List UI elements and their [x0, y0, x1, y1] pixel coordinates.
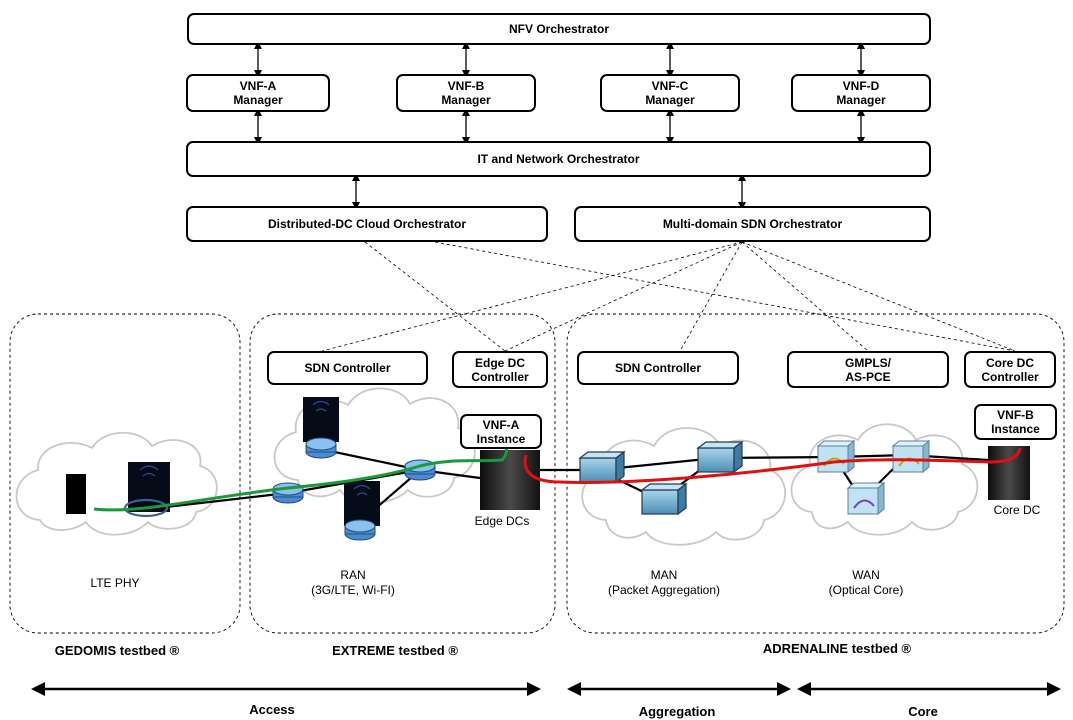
extreme-testbed-label: EXTREME testbed ® [332, 643, 458, 658]
gedomis-testbed-label: GEDOMIS testbed ® [54, 643, 180, 658]
man-label-line2: (Packet Aggregation) [607, 583, 721, 597]
gmpls-as-pce-box: GMPLS/ AS-PCE [787, 351, 949, 388]
lte-service-path [93, 447, 508, 512]
router-4-icon [344, 519, 376, 541]
vnf-a-instance-box: VNF-A Instance [460, 414, 542, 449]
vnf-b-manager-line1: VNF-B [447, 79, 485, 93]
switch-1-icon [578, 450, 626, 484]
ran-label-line1: RAN [340, 568, 366, 582]
lte-cloud [15, 431, 218, 536]
core-dc-controller-line2: Controller [981, 369, 1039, 384]
wan-cloud [790, 423, 979, 536]
edge-dc-server-icon [480, 450, 540, 510]
control-dashed-lines [321, 241, 1016, 352]
router-1-icon [305, 437, 337, 459]
edge-dc-controller-box: Edge DC Controller [452, 351, 548, 388]
man-label: MAN (Packet Aggregation) [608, 568, 720, 598]
switch-icons [578, 440, 744, 516]
aggregation-segment-label: Aggregation [638, 704, 716, 719]
man-label-line1: MAN [650, 568, 678, 582]
edge-dc-controller-line2: Controller [471, 369, 529, 384]
man-sdn-controller-box: SDN Controller [577, 351, 739, 385]
vnf-service-path [523, 447, 1022, 484]
orchestration-arrows [254, 41, 865, 210]
gmpls-line2: AS-PCE [845, 369, 891, 384]
vnf-d-manager-box: VNF-D Manager [791, 74, 931, 112]
optical-node-icons [816, 439, 931, 516]
ran-antenna-box-2-icon [344, 481, 380, 526]
gmpls-line1: GMPLS/ [844, 355, 891, 370]
vnf-c-manager-box: VNF-C Manager [600, 74, 740, 112]
vnf-c-manager-line1: VNF-C [651, 79, 689, 93]
vnf-b-instance-line1: VNF-B [997, 408, 1034, 422]
nfv-orchestrator-box: NFV Orchestrator [187, 13, 931, 45]
adrenaline-testbed-label: ADRENALINE testbed ® [762, 641, 912, 656]
cloud-orchestrator-box: Distributed-DC Cloud Orchestrator [186, 206, 548, 242]
vnf-b-instance-line2: Instance [991, 422, 1040, 436]
vnf-b-manager-box: VNF-B Manager [396, 74, 536, 112]
optical-node-3-icon [846, 481, 886, 516]
ran-antenna-box-1-icon [303, 397, 339, 442]
edge-dcs-label: Edge DCs [474, 514, 530, 528]
lte-phy-label: LTE PHY [90, 576, 140, 590]
core-dc-server-icon [988, 446, 1030, 500]
wan-label-line1: WAN [852, 568, 880, 582]
core-dc-label: Core DC [993, 503, 1041, 517]
switch-3-icon [640, 482, 688, 516]
vnf-a-manager-line2: Manager [233, 93, 283, 107]
ran-sdn-controller-box: SDN Controller [267, 351, 428, 385]
vnf-b-instance-box: VNF-B Instance [974, 404, 1057, 440]
vnf-a-instance-line2: Instance [476, 431, 526, 446]
vnf-b-manager-line2: Manager [441, 93, 491, 107]
optical-node-1-icon [816, 439, 856, 474]
vnf-a-manager-line1: VNF-A [239, 79, 277, 93]
core-dc-controller-box: Core DC Controller [964, 351, 1056, 388]
access-segment-label: Access [249, 702, 295, 717]
edge-dc-controller-line1: Edge DC [474, 355, 525, 370]
optical-node-2-icon [891, 439, 931, 474]
core-dc-controller-line1: Core DC [985, 355, 1034, 370]
vnf-d-manager-line1: VNF-D [842, 79, 880, 93]
it-network-orchestrator-box: IT and Network Orchestrator [186, 141, 931, 177]
testbed-regions [9, 313, 1065, 634]
vnf-a-instance-line1: VNF-A [482, 417, 520, 432]
lte-antenna-ring-icon [123, 498, 169, 518]
sdn-orchestrator-box: Multi-domain SDN Orchestrator [574, 206, 931, 242]
vnf-a-manager-box: VNF-A Manager [186, 74, 330, 112]
ran-label-line2: (3G/LTE, Wi-FI) [311, 583, 395, 597]
wan-label-line2: (Optical Core) [828, 583, 904, 597]
lte-server-icon [66, 474, 86, 514]
ran-label: RAN (3G/LTE, Wi-FI) [311, 568, 395, 598]
switch-2-icon [696, 440, 744, 474]
wan-label: WAN (Optical Core) [829, 568, 904, 598]
core-segment-label: Core [908, 704, 938, 719]
vnf-c-manager-line2: Manager [645, 93, 695, 107]
vnf-d-manager-line2: Manager [836, 93, 886, 107]
